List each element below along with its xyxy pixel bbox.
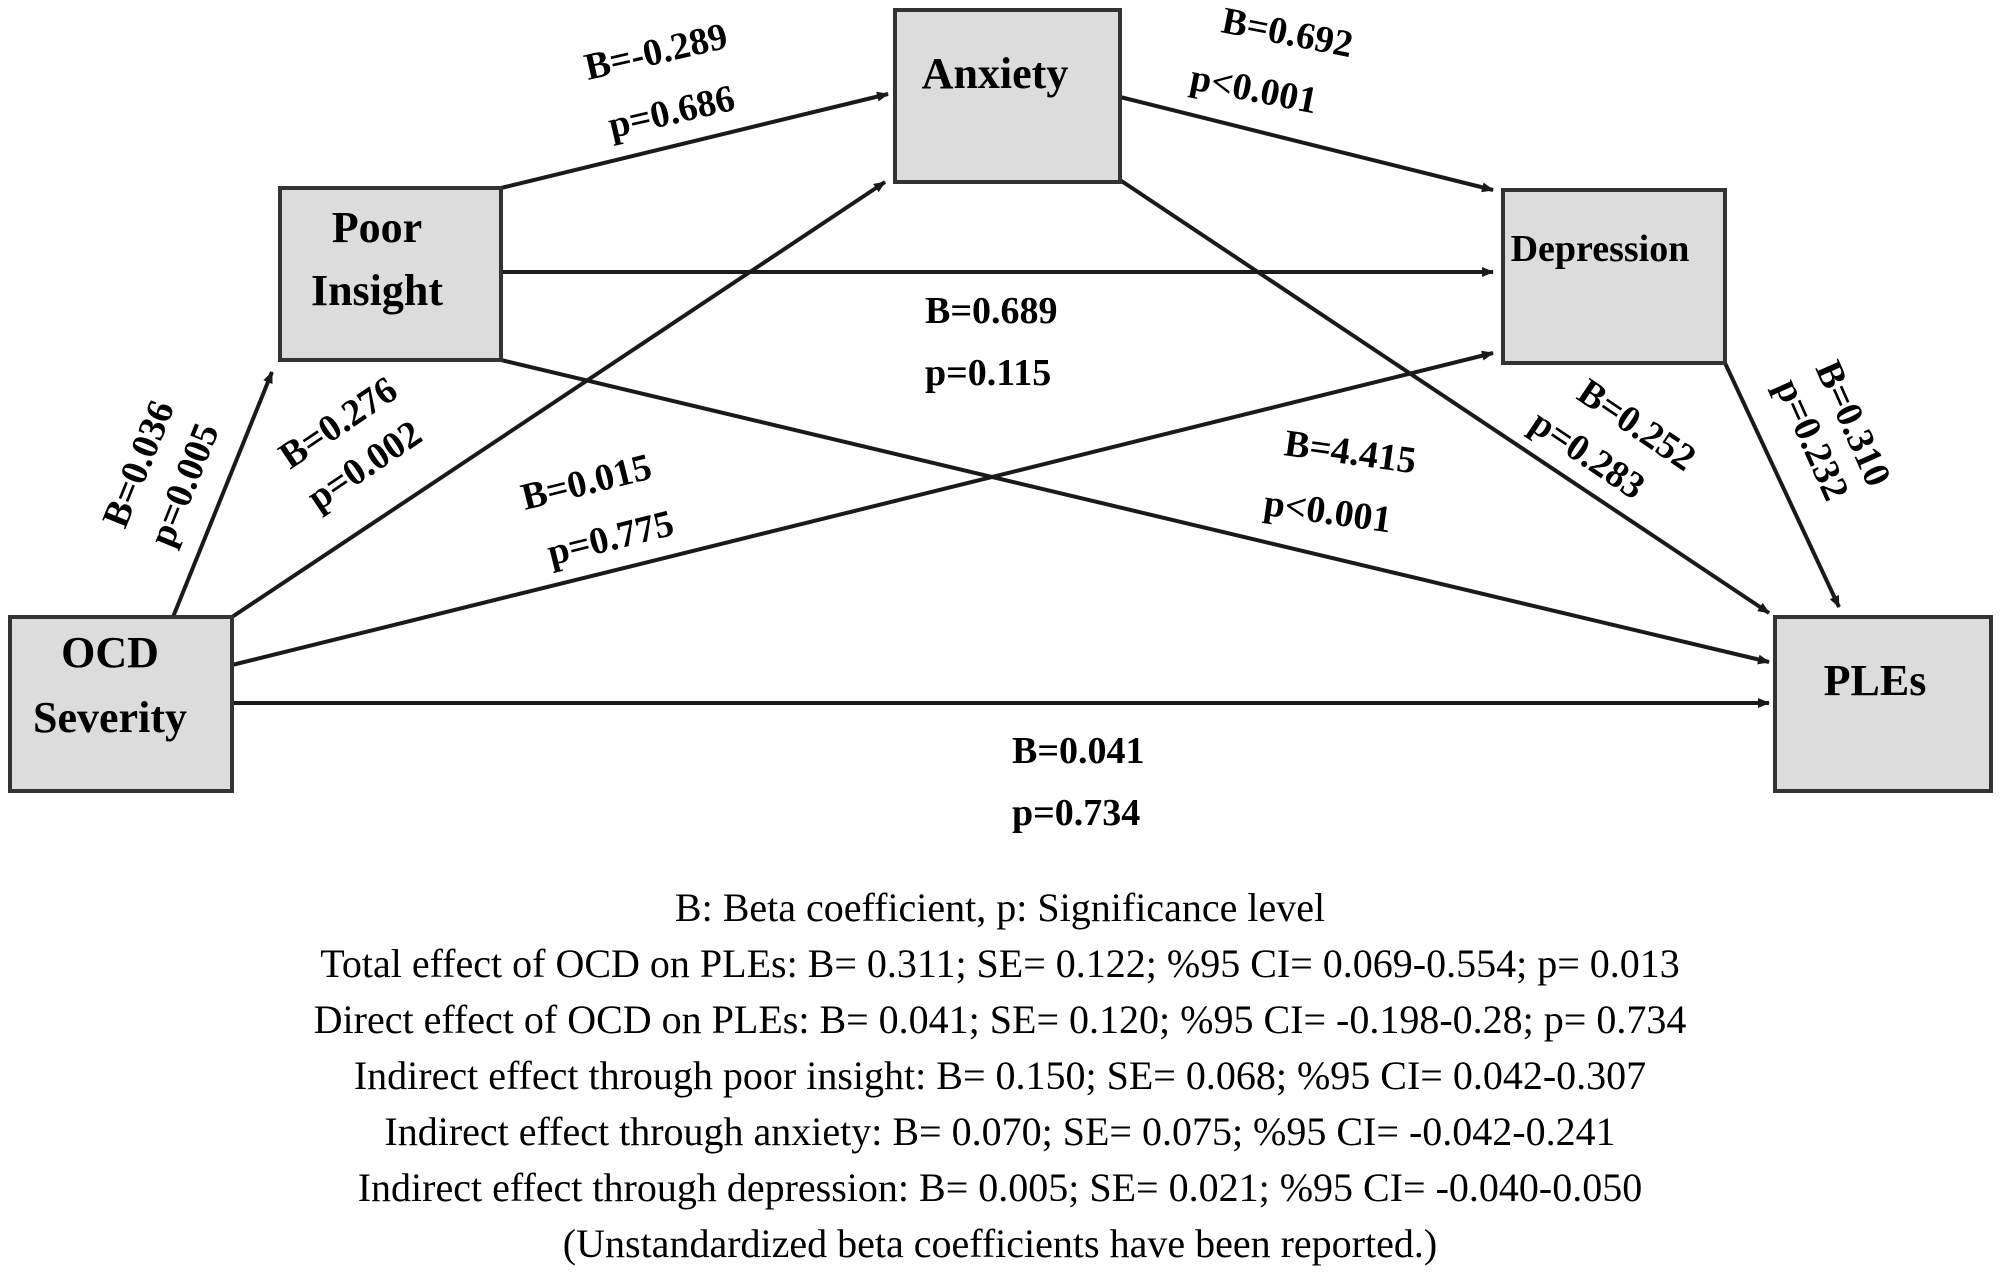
node-depression: Depression	[1501, 188, 1727, 365]
note-unstandardized: (Unstandardized beta coefficients have b…	[562, 1221, 1438, 1266]
label-insight-anxiety: B=-0.289 p=0.686	[581, 15, 739, 147]
label-insight-depression: B=0.689 p=0.115	[925, 290, 1058, 394]
coef-b: B=0.041	[1012, 730, 1145, 772]
label-insight-ples: B=4.415 p<0.001	[1261, 422, 1419, 541]
label-depression-ples: B=0.310 p=0.232	[1767, 355, 1899, 507]
arrow-ocd-to-depression	[231, 350, 1494, 667]
legend-notes: B: Beta coefficient, p: Significance lev…	[0, 880, 2000, 1272]
note-direct-effect: Direct effect of OCD on PLEs: B= 0.041; …	[313, 997, 1687, 1042]
arrow-anxiety-to-depression	[1119, 95, 1494, 193]
label-anxiety-depression: B=0.692 p<0.001	[1187, 0, 1357, 123]
arrow-insight-to-ples	[500, 358, 1770, 665]
arrow-ocd-to-insight	[171, 371, 274, 618]
coef-b: B=0.015	[517, 446, 656, 519]
coef-b: B=4.415	[1282, 422, 1419, 482]
label-ocd-ples: B=0.041 p=0.734	[1012, 730, 1145, 834]
note-indirect-depression: Indirect effect through depression: B= 0…	[357, 1165, 1643, 1210]
coef-p: p=0.734	[1012, 792, 1140, 834]
arrow-anxiety-to-ples	[1118, 178, 1771, 615]
node-ples-label: PLEs	[1824, 656, 1927, 705]
coef-b: B=-0.289	[581, 15, 732, 89]
label-anxiety-ples: B=0.252 p=0.283	[1523, 371, 1704, 508]
note-indirect-insight: Indirect effect through poor insight: B=…	[353, 1053, 1647, 1098]
coef-p: p<0.001	[1261, 482, 1394, 541]
arrow-ocd-to-anxiety	[230, 180, 887, 619]
path-diagram: OCD Severity Poor Insight Anxiety Depres…	[8, 0, 1993, 834]
coef-b: B=0.692	[1218, 0, 1356, 66]
node-anxiety-label: Anxiety	[922, 49, 1069, 98]
label-ocd-depression: B=0.015 p=0.775	[517, 446, 678, 574]
note-legend: B: Beta coefficient, p: Significance lev…	[674, 885, 1326, 930]
coef-p: p=0.775	[543, 502, 678, 574]
label-ocd-anxiety: B=0.276 p=0.002	[272, 369, 430, 519]
node-depression-label: Depression	[1511, 228, 1690, 270]
arrow-depression-to-ples	[1723, 362, 1841, 608]
node-ocd-label-line2: Severity	[33, 693, 187, 742]
node-insight-label-line1: Poor	[332, 203, 422, 252]
node-ocd-label-line1: OCD	[61, 628, 159, 677]
coef-p: p<0.001	[1187, 57, 1321, 123]
node-anxiety: Anxiety	[893, 8, 1122, 184]
node-ples: PLEs	[1773, 615, 1993, 793]
note-total-effect: Total effect of OCD on PLEs: B= 0.311; S…	[320, 941, 1680, 986]
coef-p: p=0.115	[925, 352, 1051, 394]
coef-b: B=0.689	[925, 290, 1058, 332]
edges	[171, 91, 1841, 708]
note-indirect-anxiety: Indirect effect through anxiety: B= 0.07…	[384, 1109, 1616, 1154]
node-poor-insight: Poor Insight	[278, 186, 503, 362]
arrow-insight-to-anxiety	[500, 91, 889, 190]
node-ocd-severity: OCD Severity	[8, 615, 234, 793]
node-insight-label-line2: Insight	[311, 266, 443, 315]
